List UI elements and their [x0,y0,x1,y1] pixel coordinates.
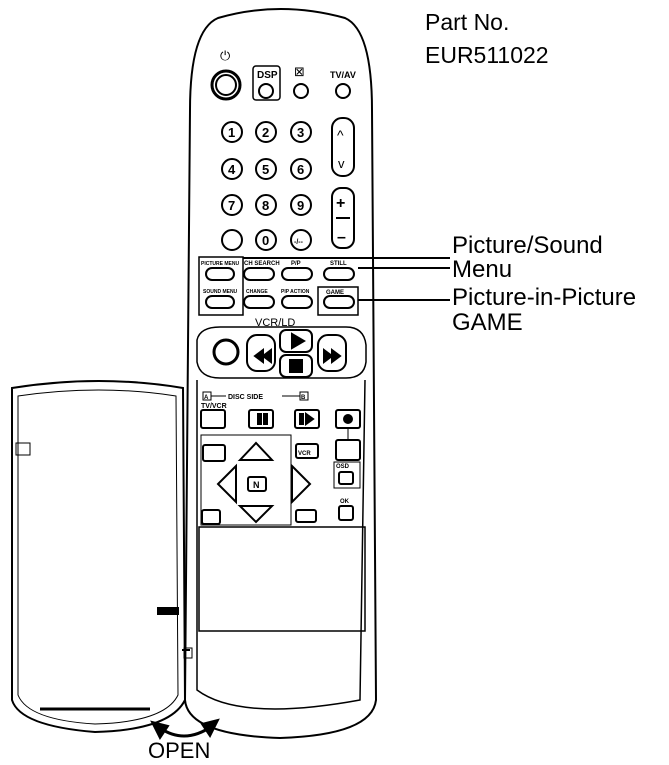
power-button [210,69,242,101]
vcr-ld-label: VCR/LD [255,317,295,329]
disc-side-label: DISC SIDE [228,394,263,401]
digit-buttons [221,121,312,251]
remote-body [183,8,378,740]
ch-search-label: CH SEARCH [244,261,280,267]
digit-0: 0 [262,233,269,248]
still-label: STILL [330,261,347,267]
slash-key-label: -/-- [294,239,304,246]
picture-sound-callout: Picture/Sound [452,232,603,259]
digit-2: 2 [262,125,269,140]
flip-cover [11,380,187,734]
menu-button-group [198,256,244,316]
digit-7: 7 [228,198,235,213]
dsp-label: DSP [257,70,278,81]
pip-action-label: PIP ACTION [281,289,310,295]
digit-1: 1 [228,125,235,140]
callout-lines [243,257,450,301]
sound-menu-label: SOUND MENU [203,289,238,295]
svg-text:⊠: ⊠ [294,65,305,80]
vcr-button-label: VCR [298,451,311,457]
change-label: CHANGE [246,289,268,295]
disc-b-label: B [301,395,306,401]
digit-9: 9 [297,198,304,213]
ok-label: OK [340,499,350,505]
tvav-label: TV/AV [330,70,356,80]
n-button-label: N [253,480,260,490]
digit-3: 3 [297,125,304,140]
disc-a-label: A [204,395,209,401]
svg-text:–: – [337,229,346,246]
part-number-value: EUR511022 [425,42,549,68]
pp-label: P/P [291,261,301,267]
part-number-label: Part No. [425,9,510,35]
digit-5: 5 [262,162,269,177]
open-label: OPEN [148,738,211,763]
osd-label: OSD [336,464,350,470]
picture-menu-label: PICTURE MENU [201,261,239,267]
digit-6: 6 [297,162,304,177]
menu-callout: Menu [452,256,513,283]
svg-text:+: + [336,195,345,212]
digit-8: 8 [262,198,269,213]
svg-text:⏻: ⏻ [220,49,230,64]
pip-callout: Picture-in-Picture [452,284,637,311]
svg-text:^: ^ [337,127,344,143]
game-callout: GAME [452,309,523,336]
svg-text:v: v [338,156,345,171]
digit-4: 4 [228,162,236,177]
game-key-label: GAME [326,290,344,296]
tv-vcr-label: TV/VCR [201,403,227,410]
